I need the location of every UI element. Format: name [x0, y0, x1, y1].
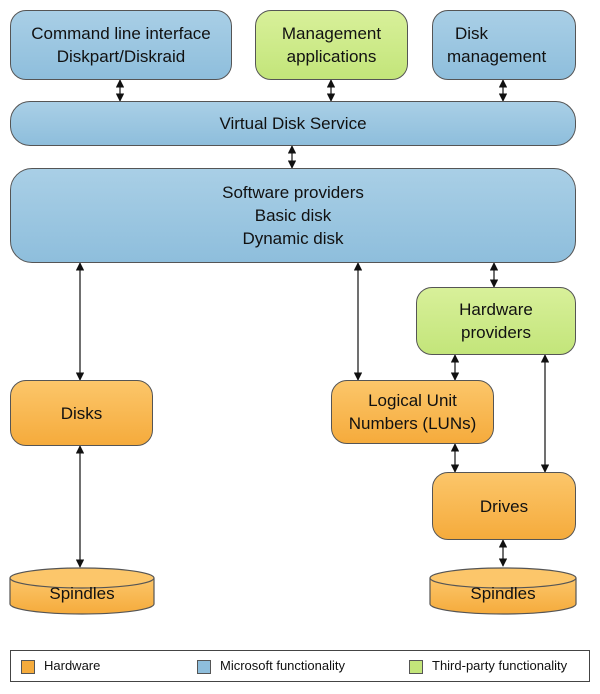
virtual-disk-service-box: Virtual Disk Service	[10, 101, 576, 146]
legend-microsoft-swatch	[197, 660, 211, 674]
software-providers-label-line2: Basic disk	[254, 206, 332, 225]
management-applications-label-line1: Management	[281, 24, 382, 43]
hardware-providers-label-line2: providers	[461, 323, 531, 342]
software-providers-label-line3: Dynamic disk	[242, 229, 344, 248]
drives-label: Drives	[479, 496, 529, 516]
software-providers-box: Software providers Basic disk Dynamic di…	[10, 168, 576, 263]
software-providers-label-line1: Software providers	[222, 183, 364, 202]
cli-label-line2: Diskpart/Diskraid	[56, 47, 186, 66]
hardware-providers-box: Hardware providers	[416, 287, 576, 355]
spindles-right-label: Spindles	[470, 584, 536, 603]
legend-hardware-label: Hardware	[44, 658, 101, 673]
management-applications-box: Management applications	[255, 10, 408, 80]
disk-management-label-line1: Disk	[455, 24, 489, 43]
cli-box: Command line interface Diskpart/Diskraid	[10, 10, 232, 80]
virtual-disk-service-label: Virtual Disk Service	[219, 114, 367, 133]
luns-label-line1: Logical Unit	[368, 391, 457, 410]
spindles-right-cylinder	[429, 567, 577, 615]
drives-box: Drives	[432, 472, 576, 540]
legend-hardware-swatch	[21, 660, 35, 674]
disks-label: Disks	[60, 403, 103, 423]
luns-box: Logical Unit Numbers (LUNs)	[331, 380, 494, 444]
spindles-left-label: Spindles	[49, 584, 115, 603]
legend-third-party-swatch	[409, 660, 423, 674]
cli-label-line1: Command line interface	[31, 24, 211, 43]
management-applications-label-line2: applications	[286, 47, 377, 66]
hardware-providers-label-line1: Hardware	[459, 300, 533, 319]
luns-label-line2: Numbers (LUNs)	[348, 414, 477, 433]
legend-microsoft-label: Microsoft functionality	[220, 658, 345, 673]
legend-third-party-label: Third-party functionality	[432, 658, 568, 673]
disks-box: Disks	[10, 380, 153, 446]
spindles-left-cylinder	[9, 567, 155, 615]
legend: Hardware Microsoft functionality Third-p…	[10, 650, 590, 682]
disk-management-box: Disk management	[432, 10, 576, 80]
disk-management-label-line2: management	[447, 47, 547, 66]
